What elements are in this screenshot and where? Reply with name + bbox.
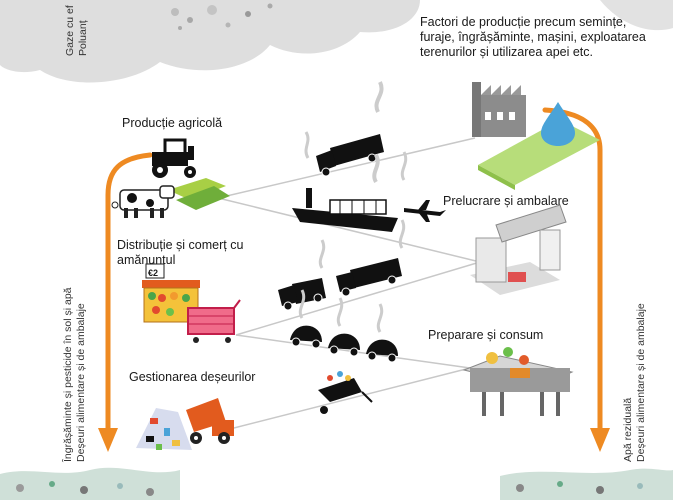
shopping-cart-icon (187, 299, 241, 343)
top-left-line2: Poluanț (77, 20, 89, 56)
preparation-consumption-label: Preparare și consum (428, 328, 544, 342)
ship-icon (292, 154, 398, 232)
wheelbarrow-icon (318, 371, 373, 414)
car-icon (328, 297, 360, 357)
waste-management-label: Gestionarea deșeurilor (129, 370, 256, 384)
processing-machine-icon (470, 204, 567, 295)
ground-strip (0, 467, 673, 500)
dump-truck-icon (186, 398, 234, 444)
field-icon (168, 178, 230, 210)
right-arrow-text: Apă reziduală Deșeuri alimentare și de a… (622, 303, 648, 462)
agricultural-production-label: Producție agricolă (122, 116, 223, 130)
left-cycle-arrow (98, 152, 153, 452)
left-arrow-line1: Îngrășăminte și pesticide în sol și apă (62, 287, 74, 462)
connector-lines (217, 137, 481, 431)
factors-label: Factori de producție precum semințe, fur… (420, 15, 646, 59)
left-arrow-line2: Deșeuri alimentare și de ambalaje (75, 303, 87, 462)
truck-icon (278, 239, 326, 311)
processing-packaging-label: Prelucrare și ambalare (443, 194, 569, 208)
top-left-line1: Gaze cu ef (64, 5, 76, 56)
cow-icon (111, 185, 175, 218)
pollution-cloud (0, 0, 673, 83)
tractor-icon (152, 138, 196, 178)
right-arrow-line1: Apă reziduală (622, 397, 634, 462)
car-icon (290, 289, 322, 349)
kitchen-counter-icon (462, 347, 574, 416)
car-icon (366, 303, 398, 363)
market-stall-icon (142, 263, 200, 323)
factory-icon (472, 82, 600, 190)
price-tag-label: €2 (148, 268, 159, 278)
airplane-icon (400, 151, 446, 222)
right-arrow-line2: Deșeuri alimentare și de ambalaje (635, 303, 647, 462)
truck-icon (336, 219, 406, 297)
water-drop-icon (541, 102, 575, 146)
truck-icon (304, 81, 384, 177)
left-arrow-text: Îngrășăminte și pesticide în sol și apă … (62, 287, 88, 462)
top-left-rotated-text: Gaze cu ef Poluanț (64, 5, 90, 56)
waste-pile-icon (136, 408, 192, 450)
distribution-retail-label: Distribuție și comerț cu amănuntul (117, 238, 244, 267)
